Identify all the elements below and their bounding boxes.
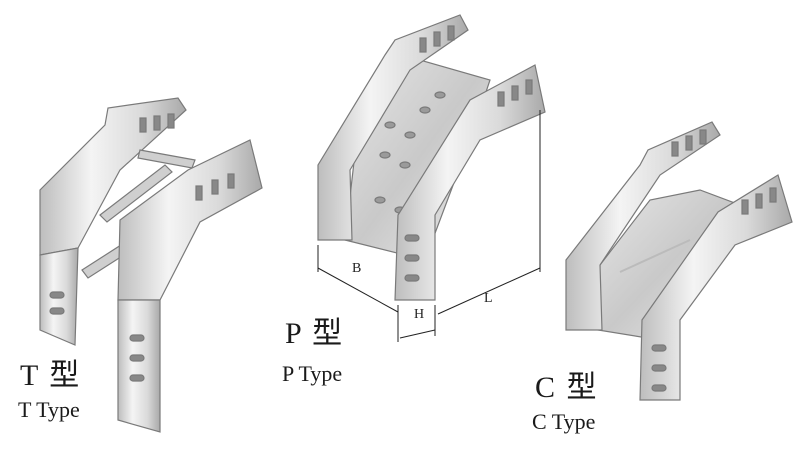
dim-h-label: H [414,307,424,322]
t-type-title: T 型 [20,359,82,392]
t-type-subtitle: T Type [18,397,80,422]
p-type-title: P 型 [285,317,345,350]
p-type-dimensions [317,110,541,342]
c-type-subtitle: C Type [532,409,596,434]
dim-b-label: B [352,261,361,276]
p-type-subtitle: P Type [282,361,343,386]
c-type-tray [565,121,793,401]
c-type-title: C 型 [535,371,599,404]
t-type-tray [39,97,263,433]
dim-l-label: L [484,291,493,306]
p-type-tray [317,14,546,301]
